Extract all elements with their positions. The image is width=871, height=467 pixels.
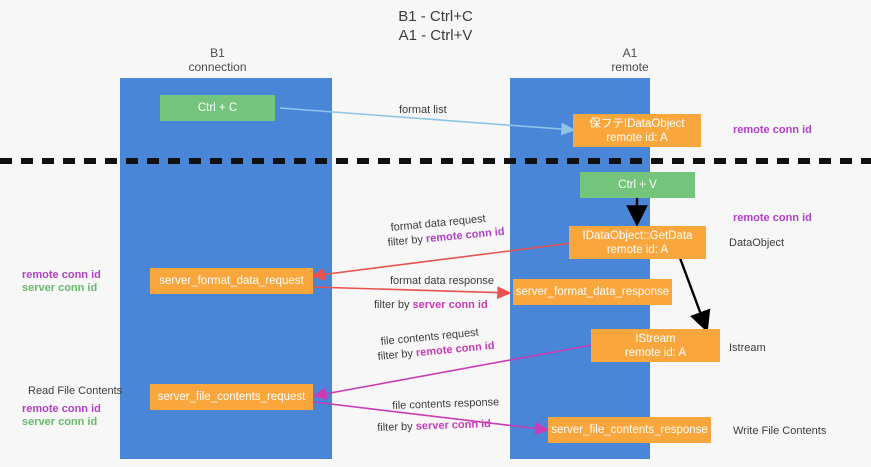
filter-prefix: filter by [377, 347, 417, 363]
filter-key-server-conn-id: server conn id [415, 418, 492, 433]
title-line-2: A1 - Ctrl+V [398, 27, 473, 44]
side-label-istream: Istream [729, 342, 766, 354]
title-line-1: B1 - Ctrl+C [398, 8, 473, 25]
box-istream-remote-id: remote id: A [624, 346, 687, 359]
box-istream-title: IStream [635, 332, 676, 345]
box-idataobject-title: 保フテIDataObject [589, 117, 685, 130]
box-server-file-contents-request[interactable]: server_file_contents_request [150, 384, 313, 410]
side-label-write-file-contents: Write File Contents [733, 425, 827, 437]
box-ctrl-c-label: Ctrl + C [197, 102, 238, 114]
label-format-list: format list [399, 104, 447, 116]
side-label-read-file-contents: Read File Contents [28, 385, 123, 397]
side-label-left-server-conn-id-bottom: server conn id [22, 416, 98, 428]
filter-prefix: filter by [374, 299, 413, 311]
box-ctrl-c[interactable]: Ctrl + C [160, 95, 275, 121]
filter-prefix: filter by [387, 233, 427, 249]
box-idataobject[interactable]: 保フテIDataObject remote id: A [573, 114, 701, 147]
box-getdata-remote-id: remote id: A [606, 243, 669, 256]
label-format-data-response-filter: filter by server conn id [374, 298, 488, 312]
side-label-left-server-conn-id-mid: server conn id [22, 282, 98, 294]
side-label-remote-conn-id-top: remote conn id [733, 124, 812, 136]
side-label-left-remote-conn-id-bottom: remote conn id [22, 403, 101, 415]
label-file-contents-response-filter: filter by server conn id [377, 417, 491, 435]
side-label-left-remote-conn-id-mid: remote conn id [22, 269, 101, 281]
lane-header-a1-role: remote [611, 60, 649, 74]
box-server-format-data-response[interactable]: server_format_data_response [513, 279, 672, 305]
side-label-remote-conn-id-mid: remote conn id [733, 212, 812, 224]
lane-header-b1-name: B1 [210, 46, 225, 60]
box-server-file-contents-response[interactable]: server_file_contents_response [548, 417, 711, 443]
box-ctrl-v[interactable]: Ctrl + V [580, 172, 695, 198]
box-idataobject-remote-id: remote id: A [606, 131, 668, 144]
diagram-title: B1 - Ctrl+C A1 - Ctrl+V [0, 7, 871, 45]
label-file-contents-response: file contents response [392, 396, 500, 412]
box-server-format-data-response-label: server_format_data_response [515, 286, 670, 298]
label-format-data-response: format data response [390, 275, 494, 287]
filter-key-server-conn-id: server conn id [412, 299, 488, 311]
box-ctrl-v-label: Ctrl + V [618, 179, 657, 191]
side-label-dataobject: DataObject [729, 237, 785, 249]
box-idataobject-getdata[interactable]: IDataObject::GetData remote id: A [569, 226, 706, 259]
box-server-format-data-request-label: server_format_data_request [159, 275, 304, 287]
lane-header-a1-name: A1 [622, 46, 638, 60]
filter-prefix: filter by [377, 420, 416, 434]
box-server-file-contents-request-label: server_file_contents_request [157, 391, 306, 403]
lane-header-b1: B1 connection [155, 46, 280, 74]
lane-header-a1: A1 remote [555, 46, 705, 74]
connector-getdata-to-istream [678, 257, 711, 333]
lane-header-b1-role: connection [188, 60, 247, 74]
box-getdata-title: IDataObject::GetData [582, 229, 693, 242]
box-server-file-contents-response-label: server_file_contents_response [551, 424, 708, 436]
box-server-format-data-request[interactable]: server_format_data_request [150, 268, 313, 294]
box-istream[interactable]: IStream remote id: A [591, 329, 720, 362]
